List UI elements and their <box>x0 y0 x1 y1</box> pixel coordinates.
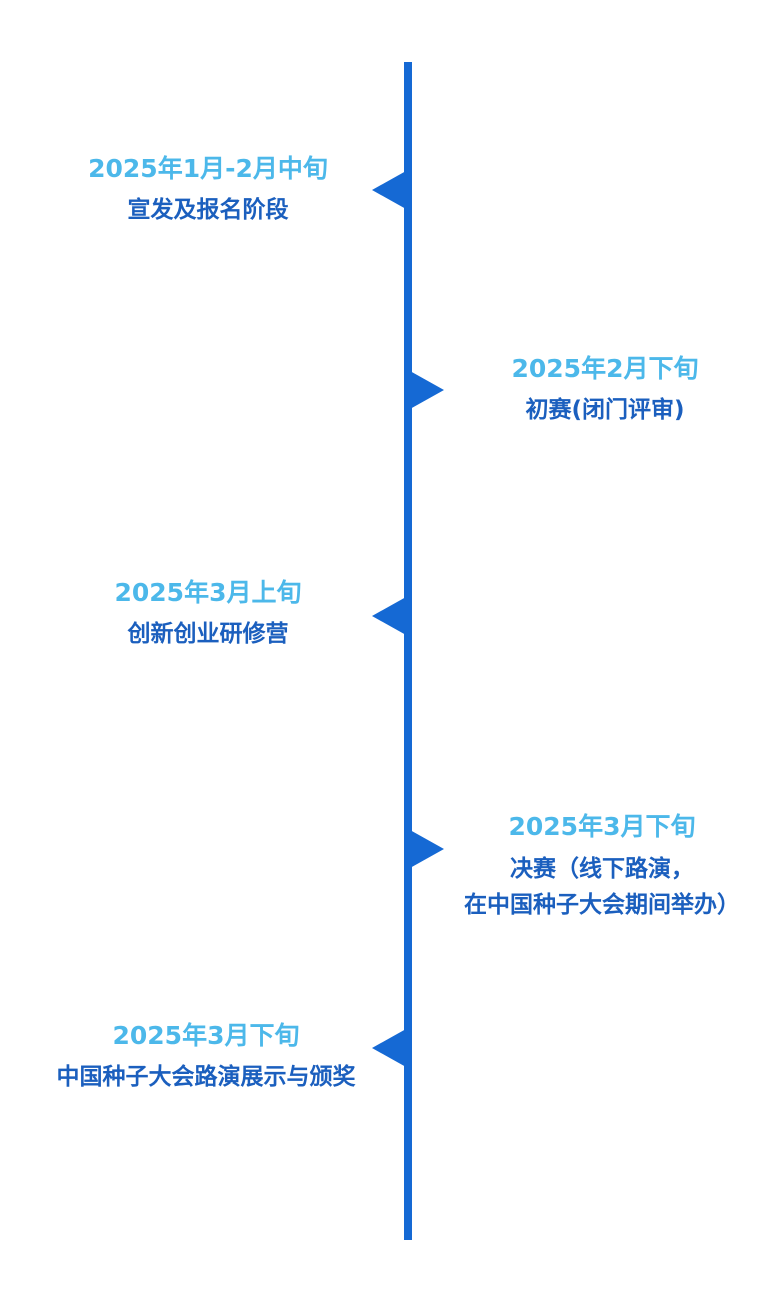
event-date: 2025年2月下旬 <box>511 354 699 383</box>
timeline-event: 2025年2月下旬 初赛(闭门评审) <box>455 352 755 427</box>
timeline-event: 2025年3月下旬 中国种子大会路演展示与颁奖 <box>16 1019 396 1094</box>
event-date: 2025年3月下旬 <box>508 812 696 841</box>
event-date: 2025年3月下旬 <box>112 1021 300 1050</box>
timeline-event: 2025年1月-2月中旬 宣发及报名阶段 <box>58 152 358 227</box>
event-label: 创新创业研修营 <box>127 621 289 647</box>
event-date: 2025年1月-2月中旬 <box>88 154 328 183</box>
timeline-marker-1 <box>372 171 406 209</box>
timeline-event: 2025年3月上旬 创新创业研修营 <box>58 576 358 651</box>
timeline-marker-2 <box>410 371 444 409</box>
event-label: 宣发及报名阶段 <box>127 197 289 223</box>
event-label-line: 在中国种子大会期间举办） <box>464 892 740 918</box>
event-label: 中国种子大会路演展示与颁奖 <box>56 1064 356 1090</box>
event-label: 初赛(闭门评审) <box>525 397 685 423</box>
event-label-line: 决赛（线下路演， <box>510 856 694 882</box>
timeline-marker-5 <box>372 1029 406 1067</box>
timeline-event: 2025年3月下旬 决赛（线下路演， 在中国种子大会期间举办） <box>430 810 774 923</box>
timeline-line <box>404 62 412 1240</box>
event-label: 决赛（线下路演， 在中国种子大会期间举办） <box>430 851 774 923</box>
timeline-marker-4 <box>410 830 444 868</box>
timeline-marker-3 <box>372 597 406 635</box>
event-date: 2025年3月上旬 <box>114 578 302 607</box>
